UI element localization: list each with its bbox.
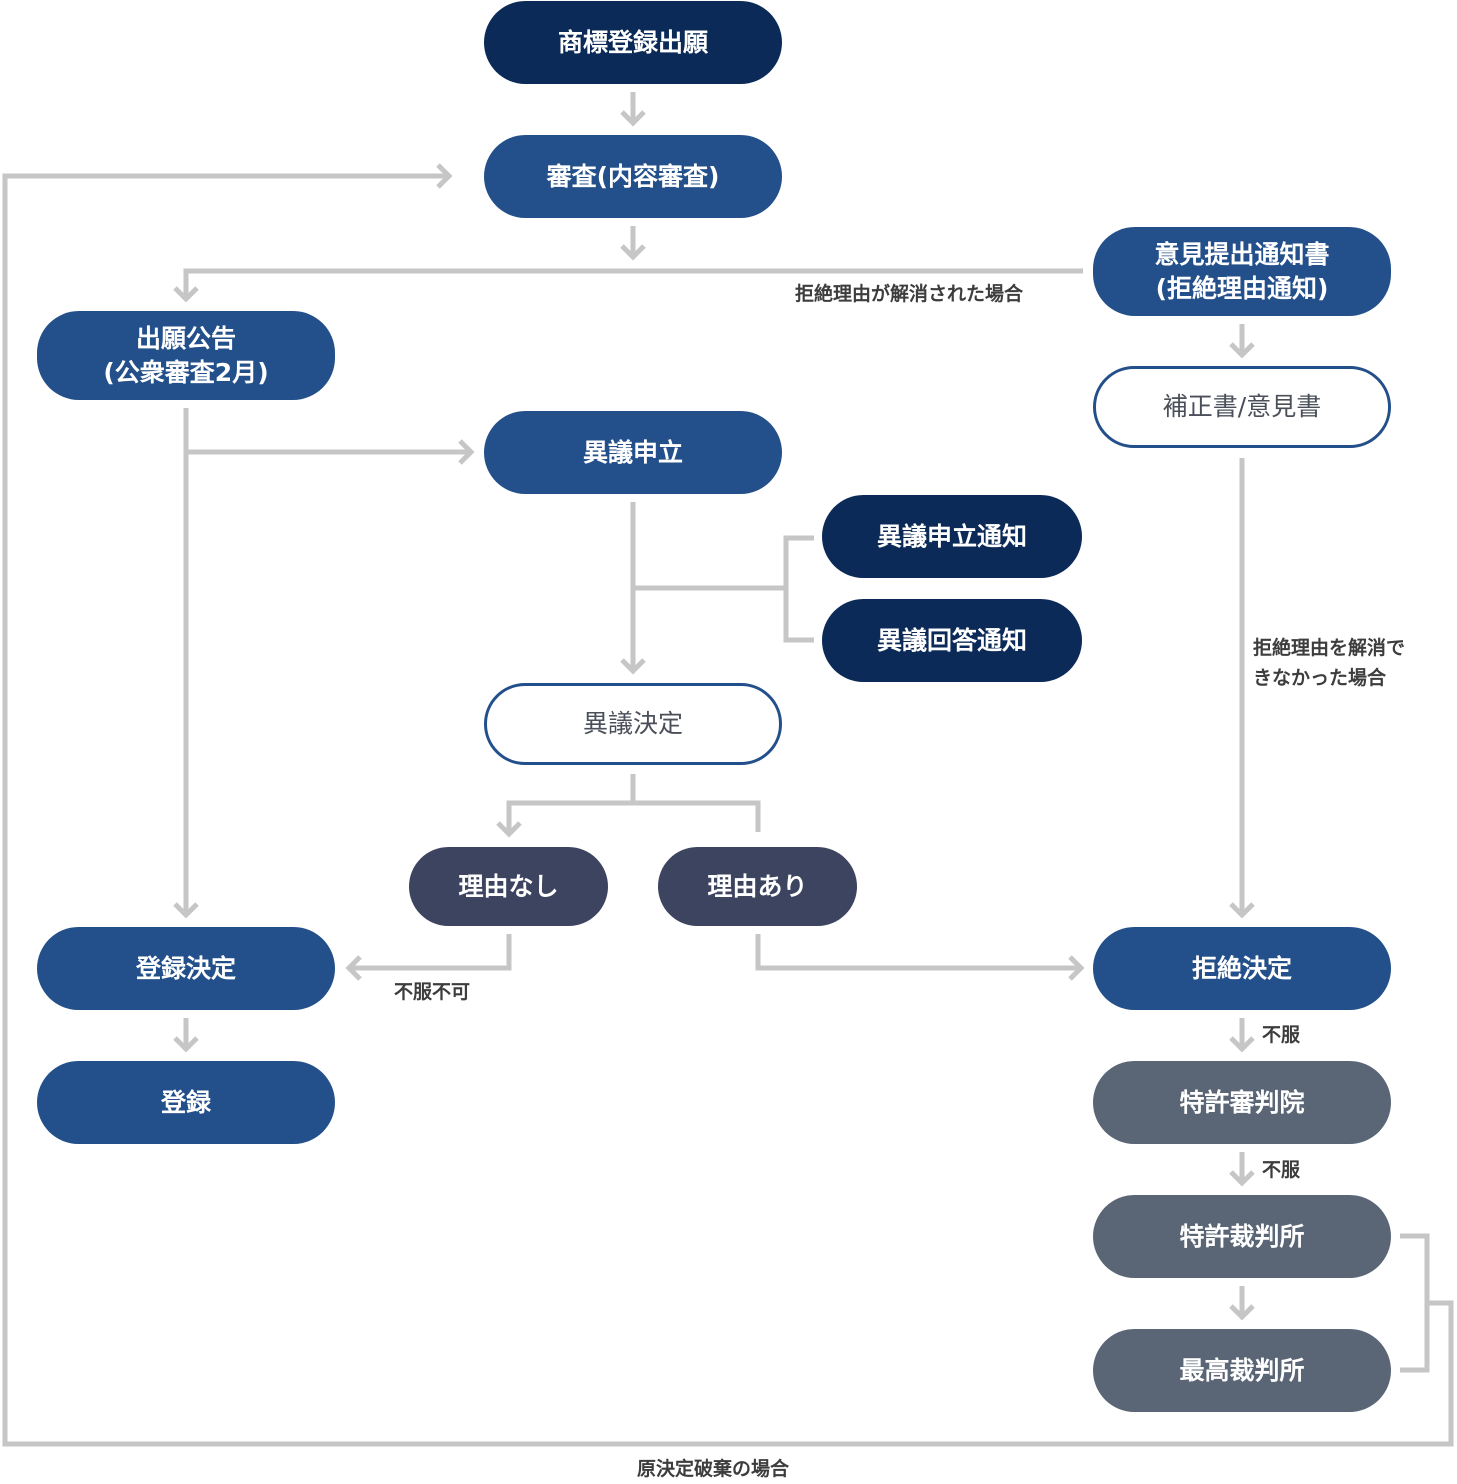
node-label: 理由なし	[458, 871, 559, 901]
node-opposition-reply-notice: 異議回答通知	[822, 599, 1082, 682]
node-label: 登録	[160, 1087, 211, 1117]
label-not-resolved-line-2: きなかった場合	[1253, 667, 1387, 689]
node-examination: 審査(内容審査)	[484, 135, 782, 218]
node-opinion-notice: 意見提出通知書 (拒絶理由通知)	[1093, 227, 1391, 316]
label-not-resolved: 拒絶理由を解消で きなかった場合	[1253, 633, 1405, 693]
node-no-reason: 理由なし	[409, 847, 608, 926]
node-with-reason: 理由あり	[658, 847, 857, 926]
label-not-resolved-line-1: 拒絶理由を解消で	[1253, 637, 1406, 659]
node-rejection-decision: 拒絶決定	[1093, 927, 1391, 1010]
node-amendment: 補正書/意見書	[1093, 366, 1391, 448]
node-ip-tribunal: 特許審判院	[1093, 1061, 1391, 1144]
label-appeal-1: 不服	[1262, 1024, 1301, 1046]
label-resolved: 拒絶理由が解消された場合	[795, 283, 1024, 305]
node-publication: 出願公告 (公衆審査2月)	[37, 311, 335, 400]
node-patent-court: 特許裁判所	[1093, 1195, 1391, 1278]
node-opposition-notice: 異議申立通知	[822, 495, 1082, 578]
node-opposition: 異議申立	[484, 411, 782, 494]
label-reversal: 原決定破棄の場合	[637, 1458, 790, 1480]
node-label: 特許裁判所	[1179, 1221, 1305, 1251]
node-registration-decision: 登録決定	[37, 927, 335, 1010]
node-label: 最高裁判所	[1179, 1355, 1305, 1385]
node-label: 登録決定	[135, 953, 236, 983]
node-label: 異議回答通知	[876, 625, 1027, 655]
node-label-line-2: (公衆審査2月)	[103, 357, 269, 387]
node-label-line-1: 出願公告	[135, 323, 236, 353]
node-label: 審査(内容審査)	[546, 161, 720, 191]
node-label: 特許審判院	[1179, 1087, 1305, 1117]
node-label: 異議申立	[582, 437, 683, 467]
label-no-appeal: 不服不可	[394, 981, 471, 1003]
node-label: 商標登録出願	[557, 27, 708, 57]
node-label: 異議決定	[582, 709, 683, 738]
node-application: 商標登録出願	[484, 1, 782, 84]
node-opposition-decision: 異議決定	[484, 683, 782, 765]
node-label-line-1: 意見提出通知書	[1154, 239, 1330, 269]
node-label: 異議申立通知	[876, 521, 1027, 551]
label-appeal-2: 不服	[1262, 1159, 1301, 1181]
node-supreme-court: 最高裁判所	[1093, 1329, 1391, 1412]
node-registration: 登録	[37, 1061, 335, 1144]
node-label: 理由あり	[707, 871, 808, 901]
node-label-line-2: (拒絶理由通知)	[1155, 273, 1329, 303]
node-label: 補正書/意見書	[1162, 392, 1322, 421]
node-label: 拒絶決定	[1191, 953, 1292, 983]
